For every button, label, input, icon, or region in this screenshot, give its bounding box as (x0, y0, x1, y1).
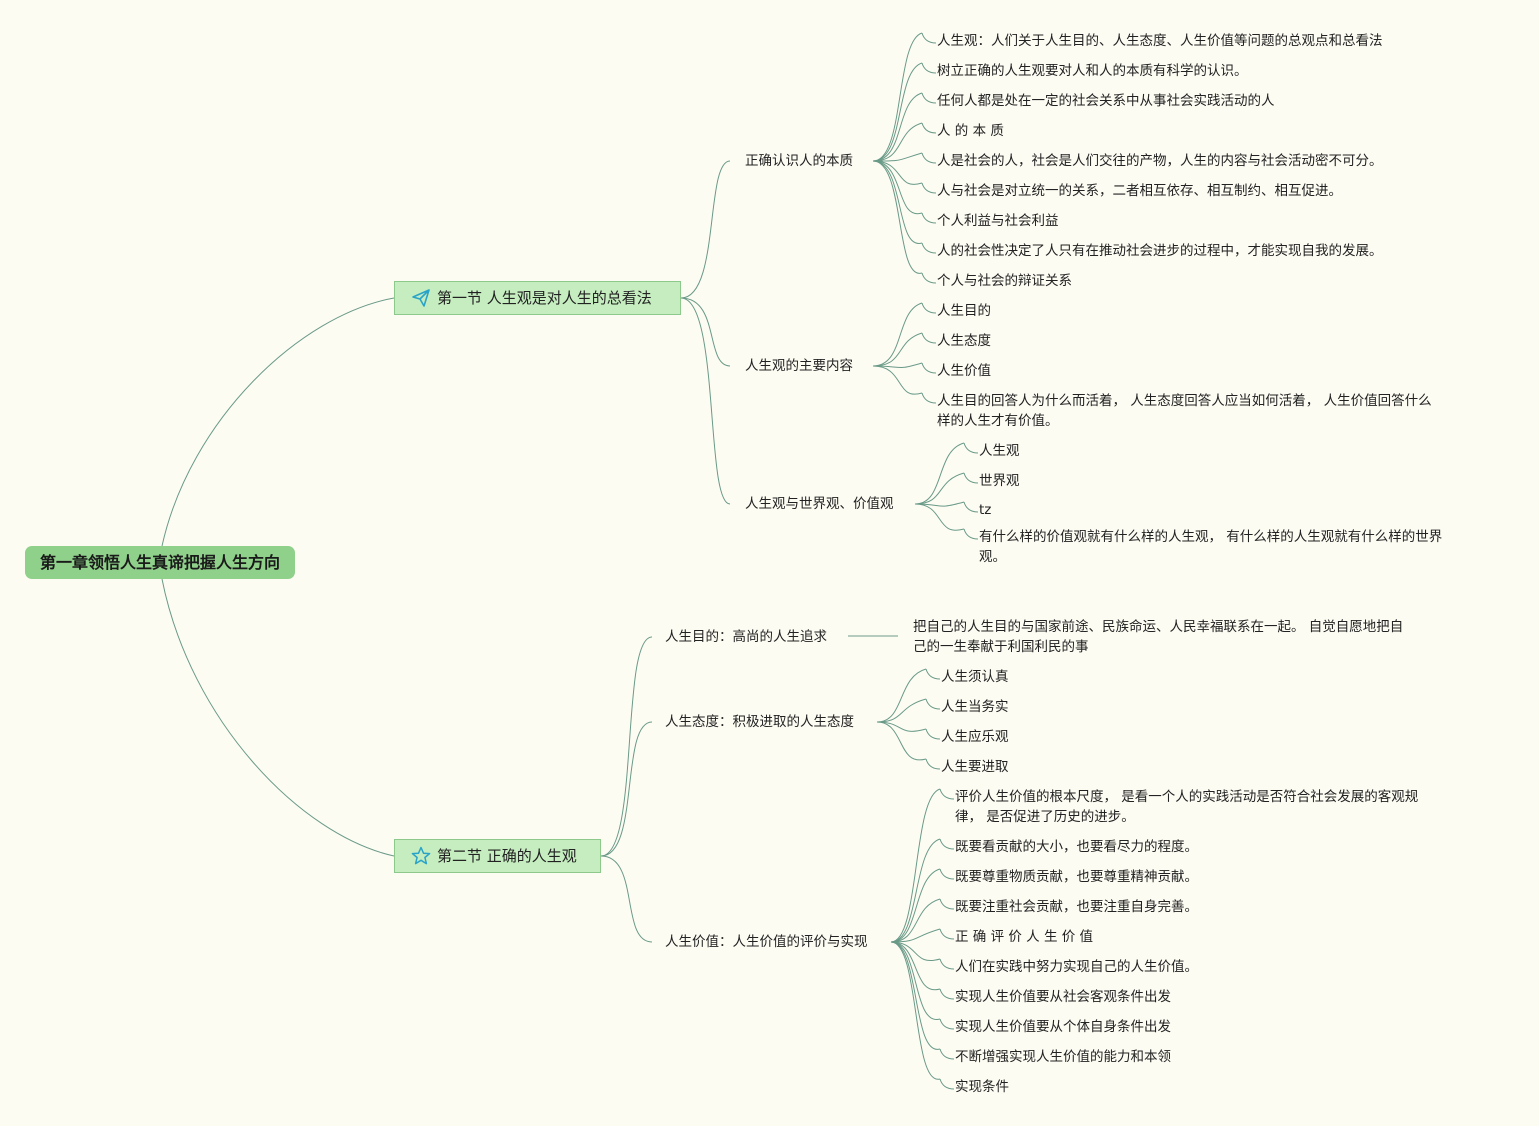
topic-life-outlook-content[interactable]: 人生观的主要内容 (745, 358, 853, 374)
leaf-item[interactable]: 实现人生价值要从社会客观条件出发 (955, 989, 1171, 1005)
leaf-item[interactable]: 不断增强实现人生价值的能力和本领 (955, 1049, 1171, 1065)
topic-human-essence[interactable]: 正确认识人的本质 (745, 153, 853, 169)
leaf-item[interactable]: 人们在实践中努力实现自己的人生价值。 (955, 959, 1198, 975)
root-topic[interactable]: 第一章领悟人生真谛把握人生方向 (25, 546, 295, 579)
leaf-item[interactable]: 人是社会的人，社会是人们交往的产物，人生的内容与社会活动密不可分。 (937, 153, 1383, 169)
topic-life-value[interactable]: 人生价值：人生价值的评价与实现 (665, 934, 868, 950)
leaf-item[interactable]: 树立正确的人生观要对人和人的本质有科学的认识。 (937, 63, 1248, 79)
leaf-item[interactable]: 把自己的人生目的与国家前途、民族命运、人民幸福联系在一起。 自觉自愿地把自己的一… (913, 619, 1404, 655)
leaf-item[interactable]: 评价人生价值的根本尺度， 是看一个人的实践活动是否符合社会发展的客观规律， 是否… (955, 789, 1419, 825)
leaf-item[interactable]: 人生目的回答人为什么而活着， 人生态度回答人应当如何活着， 人生价值回答什么样的… (937, 393, 1432, 429)
leaf-item[interactable]: 个人与社会的辩证关系 (937, 273, 1072, 289)
leaf-item[interactable]: 人生当务实 (941, 699, 1009, 715)
leaf-item[interactable]: 既要尊重物质贡献，也要尊重精神贡献。 (955, 869, 1198, 885)
section-1-label: 第一节 人生观是对人生的总看法 (437, 289, 652, 307)
leaf-item[interactable]: 人生要进取 (941, 759, 1009, 775)
leaf-item[interactable]: 人生观 (979, 443, 1020, 459)
section-2-label: 第二节 正确的人生观 (437, 847, 577, 865)
leaf-item[interactable]: 人 的 本 质 (937, 123, 1004, 139)
section-2-node[interactable]: 第二节 正确的人生观 (394, 839, 601, 873)
leaf-item[interactable]: 实现人生价值要从个体自身条件出发 (955, 1019, 1171, 1035)
leaf-item[interactable]: 人生态度 (937, 333, 991, 349)
leaf-item[interactable]: 人生价值 (937, 363, 991, 379)
leaf-item[interactable]: 人生观：人们关于人生目的、人生态度、人生价值等问题的总观点和总看法 (937, 33, 1383, 49)
leaf-item[interactable]: 既要注重社会贡献，也要注重自身完善。 (955, 899, 1198, 915)
leaf-item[interactable]: 人的社会性决定了人只有在推动社会进步的过程中，才能实现自我的发展。 (937, 243, 1383, 259)
leaf-item[interactable]: 任何人都是处在一定的社会关系中从事社会实践活动的人 (937, 93, 1275, 109)
section-1-node[interactable]: 第一节 人生观是对人生的总看法 (394, 281, 681, 315)
leaf-item[interactable]: 人生须认真 (941, 669, 1009, 685)
leaf-item[interactable]: 有什么样的价值观就有什么样的人生观， 有什么样的人生观就有什么样的世界观。 (979, 529, 1443, 565)
topic-life-purpose[interactable]: 人生目的：高尚的人生追求 (665, 629, 827, 645)
leaf-item[interactable]: 正 确 评 价 人 生 价 值 (955, 929, 1094, 945)
leaf-item[interactable]: tz (979, 502, 992, 518)
leaf-item[interactable]: 人生应乐观 (941, 729, 1009, 745)
star-icon (411, 846, 433, 866)
paper-plane-icon (411, 288, 433, 308)
leaf-item[interactable]: 世界观 (979, 473, 1020, 489)
leaf-item[interactable]: 既要看贡献的大小，也要看尽力的程度。 (955, 839, 1198, 855)
leaf-item[interactable]: 实现条件 (955, 1079, 1009, 1095)
leaf-item[interactable]: 人生目的 (937, 303, 991, 319)
topic-worldview-relation[interactable]: 人生观与世界观、价值观 (745, 496, 894, 512)
leaf-item[interactable]: 个人利益与社会利益 (937, 213, 1059, 229)
topic-life-attitude[interactable]: 人生态度：积极进取的人生态度 (665, 714, 854, 730)
leaf-item[interactable]: 人与社会是对立统一的关系，二者相互依存、相互制约、相互促进。 (937, 183, 1342, 199)
